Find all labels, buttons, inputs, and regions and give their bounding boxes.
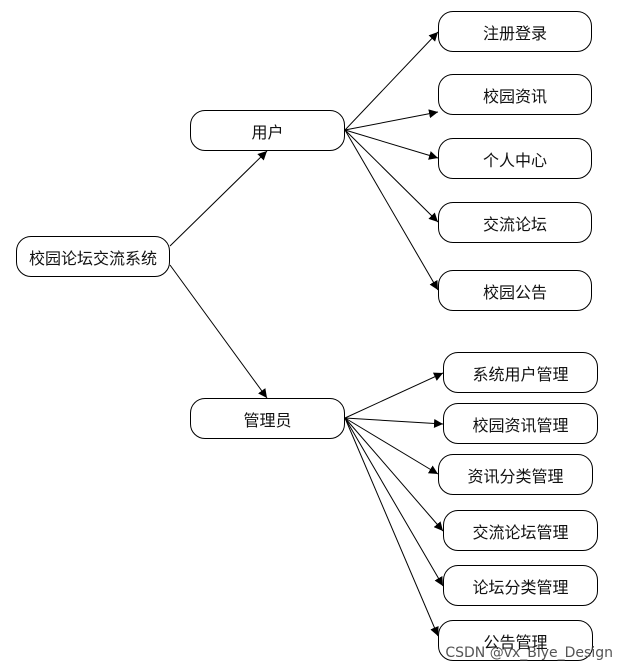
node-user-child-5: 校园公告	[438, 270, 592, 311]
node-admin-child-3: 资讯分类管理	[438, 454, 593, 495]
edge-user-3	[344, 129, 439, 160]
node-admin-child-6: 公告管理	[438, 620, 593, 661]
edge-root-user	[169, 150, 268, 247]
edge-user-4	[344, 129, 439, 223]
node-admin-child-2: 校园资讯管理	[443, 403, 598, 444]
node-user-child-2: 校园资讯	[438, 74, 592, 115]
watermark: CSDN @vx_Biye_Design	[445, 645, 613, 661]
edge-admin-3	[344, 417, 439, 475]
node-user: 用户	[190, 110, 345, 151]
edge-admin-5	[344, 417, 444, 587]
edge-admin-1	[344, 372, 444, 419]
node-user-child-1: 注册登录	[438, 11, 592, 52]
edge-root-admin	[169, 264, 268, 399]
node-admin-child-1: 系统用户管理	[443, 352, 598, 393]
node-admin: 管理员	[190, 398, 345, 439]
edge-admin-2	[344, 417, 444, 428]
edge-user-5	[344, 129, 439, 291]
node-user-child-4: 交流论坛	[438, 202, 592, 243]
node-admin-child-4: 交流论坛管理	[443, 510, 598, 551]
node-admin-child-5: 论坛分类管理	[443, 565, 598, 606]
edge-admin-6	[344, 417, 439, 637]
node-root: 校园论坛交流系统	[16, 236, 170, 277]
edge-admin-4	[344, 417, 444, 532]
node-user-child-3: 个人中心	[438, 138, 592, 179]
edge-user-1	[344, 31, 439, 131]
edge-user-2	[344, 109, 439, 131]
